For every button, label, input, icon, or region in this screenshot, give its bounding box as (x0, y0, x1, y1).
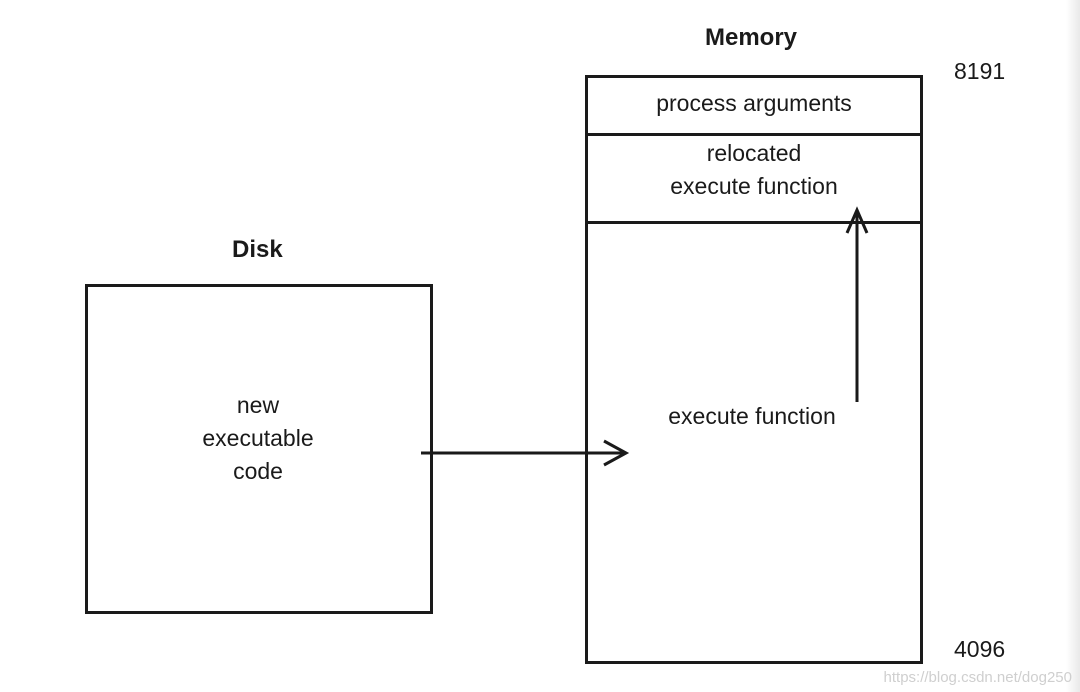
disk-title: Disk (232, 236, 283, 263)
memory-box (585, 75, 923, 664)
disk-content-line-1: new (236, 392, 280, 418)
memory-segment-relocated-line-2: execute function (670, 173, 838, 199)
memory-top-address: 8191 (954, 58, 1006, 84)
memory-segment-execute-function: execute function (668, 403, 836, 429)
page-edge-shade (1066, 0, 1080, 692)
disk-content-line-3: code (233, 458, 283, 484)
memory-divider-top (585, 133, 923, 136)
memory-title: Memory (705, 24, 798, 51)
watermark-url: https://blog.csdn.net/dog250 (883, 669, 1072, 686)
disk-content-line-2: executable (202, 425, 314, 451)
memory-divider-bottom (585, 221, 923, 224)
disk-content-label: new executable code (158, 389, 358, 488)
memory-bottom-address: 4096 (954, 636, 1006, 662)
memory-segment-process-arguments: process arguments (656, 90, 852, 116)
disk-box (85, 284, 433, 614)
memory-segment-relocated: relocated execute function (588, 137, 920, 203)
memory-segment-relocated-line-1: relocated (706, 140, 802, 166)
